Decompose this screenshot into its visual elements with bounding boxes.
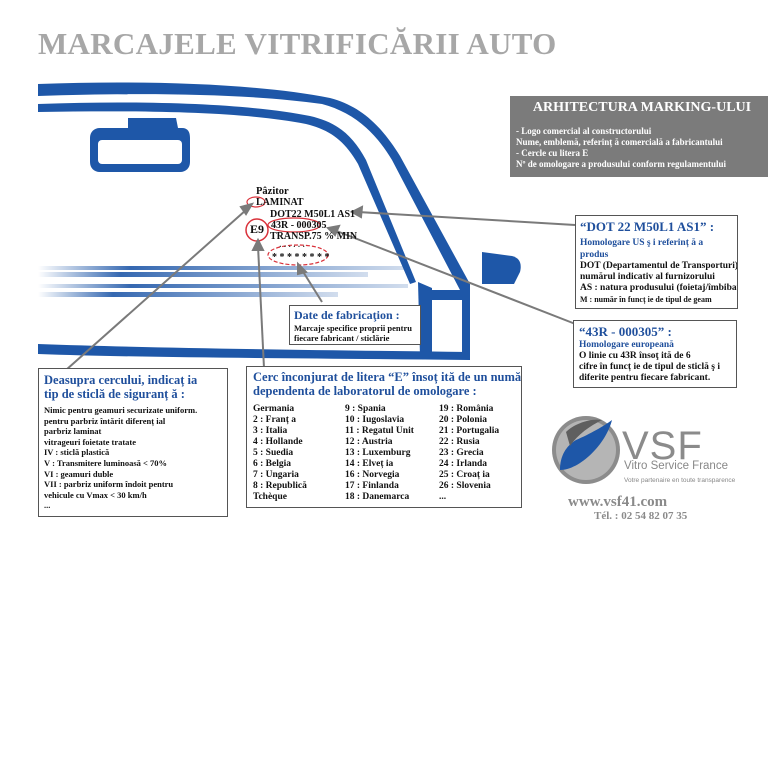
glass-type-line: VII : parbriz uniform îndoit pentru	[44, 479, 174, 490]
laminat-marker	[246, 196, 266, 208]
country-code-cell: 24 : Irlanda	[439, 459, 488, 469]
country-code-box: Cerc înconjurat de litera “E” însoț ită …	[246, 366, 522, 508]
stamp-homolog: 43R - 000305	[271, 220, 327, 231]
homolog-line: cifre în funcț ie de tipul de sticlă ş i	[579, 362, 720, 372]
stamp-dots: · · · · · ·	[279, 242, 306, 251]
dot-line: numărul indicativ al furnizorului	[580, 272, 715, 282]
architecture-item: - Logo comercial al constructorului	[516, 126, 652, 136]
country-code-cell: 21 : Portugalia	[439, 426, 500, 436]
dot-heading: “DOT 22 M50L1 AS1” :	[580, 219, 715, 234]
door-frame	[430, 290, 470, 356]
vsf-logo-icon	[552, 416, 620, 484]
glass-type-line: VI : geamuri duble	[44, 468, 114, 479]
glass-type-line: ...	[44, 500, 51, 511]
glass-type-heading-2: tip de sticlă de siguranț ă :	[44, 387, 185, 401]
country-code-cell: 17 : Finlanda	[345, 481, 399, 491]
country-code-heading-1: Cerc înconjurat de litera “E” însoț ită …	[253, 370, 522, 384]
country-code-cell: 10 : Iugoslavia	[345, 415, 405, 425]
country-code-cell: 11 : Regatul Unit	[345, 426, 414, 436]
homolog-line: diferite pentru fiecare fabricant.	[579, 373, 711, 383]
homolog-heading: “43R - 000305” :	[579, 324, 672, 339]
dot-sub-1: Homologare US ş i referinț ă a	[580, 238, 704, 248]
stamp-brand: Pâzitor	[256, 186, 289, 197]
glass-type-box: Deasupra cercului, indicaț ia tip de sti…	[38, 368, 228, 517]
vsf-tagline: Votre partenaire en toute transparence	[624, 477, 736, 484]
stamp-dot-line: DOT22 M50L1 AS1	[270, 209, 356, 220]
vsf-brand-name: VSF	[622, 424, 703, 468]
glass-type-heading-1: Deasupra cercului, indicaț ia	[44, 373, 198, 387]
country-code-cell: 14 : Elveț ia	[345, 459, 394, 469]
dot-line: DOT (Departamentul de Transporturi) +	[580, 261, 738, 271]
country-code-cell: 8 : Republică	[253, 481, 307, 491]
windshield-streak	[38, 266, 408, 270]
country-code-cell: 13 : Luxemburg	[345, 448, 411, 458]
date-line: fiecare fabricant / sticlărie	[294, 333, 390, 343]
country-code-cell: 19 : România	[439, 404, 494, 414]
stamp-type: LAMINAT	[256, 197, 304, 208]
country-code-table: Germania 9 : Spania 19 : România 2 : Franț …	[253, 404, 515, 503]
page-title: MARCAJELE VITRIFICĂRII AUTO	[38, 26, 557, 61]
b-pillar	[418, 282, 432, 356]
stamp-transp: TRANSP.75 % MIN	[270, 231, 358, 242]
dot-info-box: “DOT 22 M50L1 AS1” : Homologare US ş i r…	[575, 215, 738, 309]
architecture-panel: ARHITECTURA MARKING-ULUI - Logo comercia…	[510, 96, 768, 177]
dot-sub-2: produs	[580, 250, 609, 260]
dot-line: M : număr în funcț ie de tipul de geam	[580, 295, 712, 304]
vsf-website-link[interactable]: www.vsf41.com	[568, 494, 668, 510]
country-code-cell: 18 : Danemarca	[345, 492, 410, 502]
glass-type-line: IV : sticlă plastică	[44, 447, 110, 458]
windshield-streak	[38, 284, 408, 288]
windshield-streak	[38, 272, 368, 277]
glass-type-line: Nimic pentru geamuri securizate uniform.	[44, 405, 198, 415]
country-code-cell: 5 : Suedia	[253, 448, 294, 458]
country-code-cell: 3 : Italia	[253, 426, 288, 436]
glass-type-line: V : Transmitere luminoasă < 70%	[44, 457, 167, 468]
country-code-cell: 20 : Polonia	[439, 415, 488, 425]
homolog-line: O linie cu 43R însoţ ită de 6	[579, 351, 691, 361]
side-mirror-icon	[482, 252, 521, 284]
architecture-item: - Cercle cu litera E	[516, 148, 589, 158]
date-info-box: Date de fabricaţion : Marcaje specifice …	[289, 305, 421, 345]
country-code-cell: Tchèque	[253, 492, 287, 502]
architecture-item: Nº de omologare a produsului conform reg…	[516, 159, 726, 169]
country-code-cell: 25 : Croaț ia	[439, 470, 490, 480]
country-code-cell: 4 : Hollande	[253, 437, 303, 447]
homolog-info-box: “43R - 000305” : Homologare europeană O …	[573, 320, 737, 388]
homolog-sub: Homologare europeană	[579, 340, 674, 350]
glass-type-line: pentru parbriz întărit diferenț ial	[44, 415, 166, 426]
date-heading: Date de fabricaţion :	[294, 308, 400, 322]
vsf-subtitle: Vitro Service France	[624, 460, 728, 472]
architecture-item: Nume, emblemă, referinț ă comercială a f…	[516, 137, 723, 147]
country-code-cell: 26 : Slovenia	[439, 481, 491, 491]
windshield-streak	[38, 292, 338, 297]
vsf-phone: Tél. : 02 54 82 07 35	[594, 510, 688, 522]
country-code-heading-2: dependenta de laboratorul de omologare :	[253, 384, 477, 398]
country-code-cell: 6 : Belgia	[253, 459, 291, 469]
stamp-stars: * * * * * * * *	[272, 252, 330, 263]
country-code-cell: 7 : Ungaria	[253, 470, 299, 480]
country-code-cell: ...	[439, 492, 447, 502]
mirror-glass	[98, 140, 182, 164]
pointer-arrows	[65, 202, 579, 371]
architecture-title: ARHITECTURA MARKING-ULUI	[532, 100, 752, 115]
glass-type-line: vehicule cu Vmax < 30 km/h	[44, 489, 147, 500]
glass-type-line: vitrageuri foietate tratate	[44, 436, 137, 447]
country-code-cell: Germania	[253, 404, 295, 414]
date-line: Marcaje specifice proprii pentru	[294, 323, 412, 333]
dot-line: AS : natura produsului (foietaj/îmbibat)	[580, 283, 738, 293]
homolog-marker	[267, 217, 321, 233]
country-code-cell: 22 : Rusia	[439, 437, 480, 447]
architecture-list: - Logo comercial al constructorului Nume…	[516, 126, 768, 170]
country-code-cell: 2 : Franț a	[253, 415, 297, 425]
country-code-cell: 12 : Austria	[345, 437, 393, 447]
country-code-cell: 16 : Norvegia	[345, 470, 400, 480]
dashboard-line	[38, 344, 470, 360]
country-code-cell: 9 : Spania	[345, 404, 386, 414]
country-code-cell: 23 : Grecia	[439, 448, 484, 458]
stamp-e-mark: E9	[250, 222, 265, 236]
glass-type-line: parbriz laminat	[44, 426, 102, 437]
